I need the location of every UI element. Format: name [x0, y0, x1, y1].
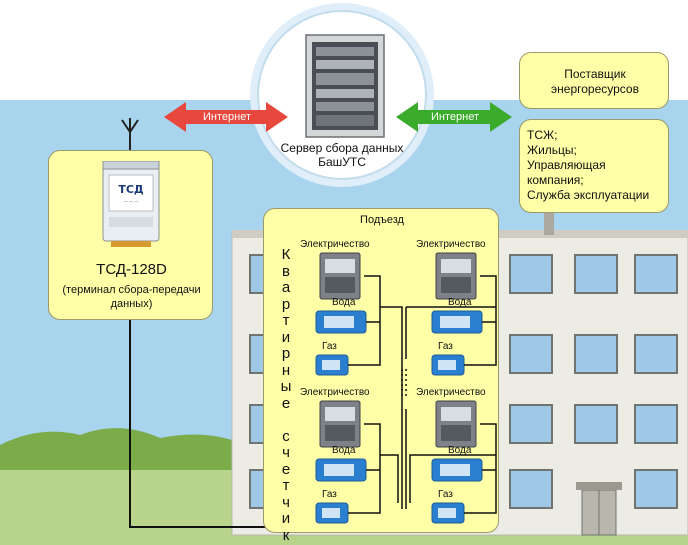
- consumer-item: Служба эксплуатации: [527, 188, 650, 202]
- electricity-meter-icon: [435, 252, 477, 300]
- meter-label-electricity: Электричество: [300, 239, 370, 250]
- vertical-label-char: н: [281, 361, 291, 379]
- building-window: [634, 334, 678, 374]
- terminal-panel: ТСД — — — ТСД-128D (терминал сбора-перед…: [48, 150, 213, 320]
- supplier-panel: Поставщик энергоресурсов: [519, 52, 669, 109]
- terminal-desc-line2: данных): [110, 298, 153, 310]
- supplier-line2: энергоресурсов: [551, 82, 639, 96]
- building-window: [509, 334, 553, 374]
- vertical-label-char: т: [282, 312, 290, 329]
- electricity-meter-icon: [435, 400, 477, 448]
- vertical-label-char: е: [281, 460, 291, 478]
- building-window: [509, 404, 553, 444]
- consumer-item: Управляющая: [527, 158, 606, 172]
- server-rack-icon: [305, 34, 385, 138]
- building-window: [509, 469, 553, 509]
- meter-label-gas: Газ: [322, 341, 337, 352]
- entrance-bus: [380, 306, 496, 509]
- vertical-label-char: к: [282, 526, 290, 544]
- consumer-item: Жильцы;: [527, 143, 577, 157]
- vertical-label-char: и: [281, 510, 291, 527]
- building-window: [634, 404, 678, 444]
- terminal-title: ТСД-128D: [96, 261, 167, 278]
- vertical-label-char: К: [281, 246, 291, 263]
- svg-text:— — —: — — —: [124, 199, 139, 204]
- entrance-title: Подъезд: [360, 214, 404, 226]
- building-window: [574, 254, 618, 294]
- meter-wire: [348, 275, 381, 366]
- vertical-label-char: р: [281, 295, 291, 313]
- vertical-label-char: и: [281, 328, 291, 346]
- left-internet-arrow: [164, 102, 288, 132]
- meter-label-electricity: Электричество: [300, 387, 370, 398]
- water-meter-icon: [315, 310, 367, 334]
- meter-wire: [348, 423, 381, 514]
- gas-meter-icon: [315, 502, 349, 524]
- vertical-label-char: ч: [282, 444, 290, 461]
- electricity-meter-icon: [319, 252, 361, 300]
- tsd-device-icon: ТСД — — —: [102, 161, 160, 247]
- gas-meter-icon: [431, 354, 465, 376]
- vertical-label-char: ы: [280, 378, 292, 395]
- water-meter-icon: [315, 458, 367, 482]
- right-internet-label: Интернет: [431, 111, 479, 123]
- gas-meter-icon: [315, 354, 349, 376]
- terminal-desc-line1: (терминал сбора-передачи: [62, 284, 201, 296]
- antenna-icon: [121, 118, 139, 150]
- server-label-line2: БашУТС: [318, 155, 366, 169]
- vertical-label-char: ч: [282, 493, 290, 511]
- meter-label-gas: Газ: [438, 341, 453, 352]
- meter-label-water: Вода: [332, 445, 356, 456]
- electricity-meter-icon: [319, 400, 361, 448]
- building-window: [634, 469, 678, 509]
- gas-meter-icon: [431, 502, 465, 524]
- water-meter-icon: [431, 310, 483, 334]
- building-window: [634, 254, 678, 294]
- meter-label-gas: Газ: [322, 489, 337, 500]
- vertical-label-char: с: [282, 427, 290, 445]
- meter-label-gas: Газ: [438, 489, 453, 500]
- meter-wire: [464, 275, 497, 366]
- vertical-label-char: и: [276, 543, 296, 545]
- vertical-label-char: т: [282, 477, 290, 494]
- right-internet-arrow: [396, 102, 512, 132]
- vertical-label-char: в: [282, 262, 290, 280]
- vertical-label-char: е: [281, 394, 291, 412]
- meter-label-water: Вода: [448, 445, 472, 456]
- left-internet-label: Интернет: [203, 111, 251, 123]
- meter-label-electricity: Электричество: [416, 387, 486, 398]
- meters-layout: [315, 252, 497, 524]
- consumer-item: компания;: [527, 173, 584, 187]
- meter-label-electricity: Электричество: [416, 239, 486, 250]
- building-window: [574, 334, 618, 374]
- meter-label-water: Вода: [332, 297, 356, 308]
- meter-label-water: Вода: [448, 297, 472, 308]
- vertical-label-char: р: [281, 345, 291, 362]
- vertical-label-char: а: [281, 279, 291, 296]
- tsd-logo: ТСД: [118, 183, 144, 196]
- server-label-line1: Сервер сбора данных: [280, 141, 404, 155]
- consumer-item: ТСЖ;: [527, 128, 558, 142]
- meter-wire: [464, 423, 497, 514]
- building-window: [574, 404, 618, 444]
- supplier-line1: Поставщик: [564, 67, 626, 81]
- water-meter-icon: [431, 458, 483, 482]
- building-window: [509, 254, 553, 294]
